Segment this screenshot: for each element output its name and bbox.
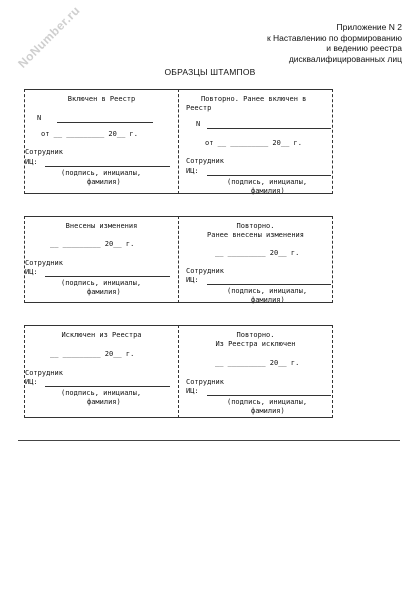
ic-label: ИЦ:	[186, 167, 199, 175]
employee-label: Сотрудник	[25, 148, 63, 156]
ic-label: ИЦ:	[25, 378, 38, 386]
signature-line	[207, 395, 331, 396]
stamp-title: Реестр	[186, 104, 212, 112]
stamp-repeat-changes: Повторно. Ранее внесены изменения __ ___…	[178, 216, 333, 304]
stamp-title: Внесены изменения	[65, 222, 138, 230]
signature-line	[45, 166, 170, 167]
stamp-title: Повторно.	[236, 222, 275, 230]
signature-caption: фамилия)	[251, 187, 285, 195]
annex-header: Приложение N 2 к Наставлению по формиров…	[142, 22, 402, 64]
stamp-repeat-excluded: Повторно. Из Реестра исключен __ _______…	[178, 325, 333, 418]
signature-line	[45, 276, 170, 277]
signature-caption: фамилия)	[87, 288, 121, 296]
signature-line	[207, 284, 331, 285]
signature-caption: фамилия)	[251, 407, 285, 415]
date-line: от __ _________ 20__ г.	[41, 130, 138, 138]
signature-caption: (подпись, инициалы,	[61, 389, 142, 397]
employee-label: Сотрудник	[25, 259, 63, 267]
stamp-included: Включен в Реестр N от __ _________ 20__ …	[24, 89, 179, 194]
employee-label: Сотрудник	[186, 267, 224, 275]
signature-caption: (подпись, инициалы,	[227, 287, 308, 295]
stamp-repeat-included: Повторно. Ранее включен в Реестр N от __…	[178, 89, 333, 195]
ic-label: ИЦ:	[25, 158, 38, 166]
date-line: __ _________ 20__ г.	[50, 240, 135, 248]
signature-caption: (подпись, инициалы,	[61, 169, 142, 177]
signature-caption: фамилия)	[87, 398, 121, 406]
employee-label: Сотрудник	[186, 378, 224, 386]
annex-line: и ведению реестра	[326, 43, 402, 53]
signature-caption: (подпись, инициалы,	[61, 279, 142, 287]
ic-label: ИЦ:	[186, 387, 199, 395]
stamp-title: Исключен из Реестра	[61, 331, 142, 339]
signature-line	[45, 386, 170, 387]
stamp-title: Повторно. Ранее включен в	[201, 95, 307, 103]
stamp-title: Повторно.	[236, 331, 275, 339]
date-line: __ _________ 20__ г.	[215, 249, 300, 257]
signature-line	[207, 175, 331, 176]
signature-caption: (подпись, инициалы,	[227, 398, 308, 406]
date-line: __ _________ 20__ г.	[215, 359, 300, 367]
employee-label: Сотрудник	[186, 157, 224, 165]
annex-line: дисквалифицированных лиц	[288, 53, 402, 64]
number-label: N	[37, 114, 42, 122]
stamp-excluded: Исключен из Реестра __ _________ 20__ г.…	[24, 325, 179, 418]
stamp-title: Из Реестра исключен	[215, 340, 296, 348]
annex-line: Приложение N 2	[336, 22, 402, 32]
date-line: от __ _________ 20__ г.	[205, 139, 302, 147]
annex-line: к Наставлению по формированию	[266, 32, 402, 43]
stamp-changes: Внесены изменения __ _________ 20__ г. С…	[24, 216, 179, 303]
stamp-title: Включен в Реестр	[67, 95, 136, 103]
bottom-divider	[18, 440, 400, 441]
employee-label: Сотрудник	[25, 369, 63, 377]
signature-caption: (подпись, инициалы,	[227, 178, 308, 186]
page-title: ОБРАЗЦЫ ШТАМПОВ	[164, 67, 256, 77]
signature-caption: фамилия)	[251, 296, 285, 304]
stamp-title: Ранее внесены изменения	[207, 231, 304, 239]
ic-label: ИЦ:	[25, 268, 38, 276]
number-label: N	[196, 120, 201, 128]
date-line: __ _________ 20__ г.	[50, 350, 135, 358]
signature-caption: фамилия)	[87, 178, 121, 186]
ic-label: ИЦ:	[186, 276, 199, 284]
number-line	[57, 122, 153, 123]
number-line	[207, 128, 331, 129]
